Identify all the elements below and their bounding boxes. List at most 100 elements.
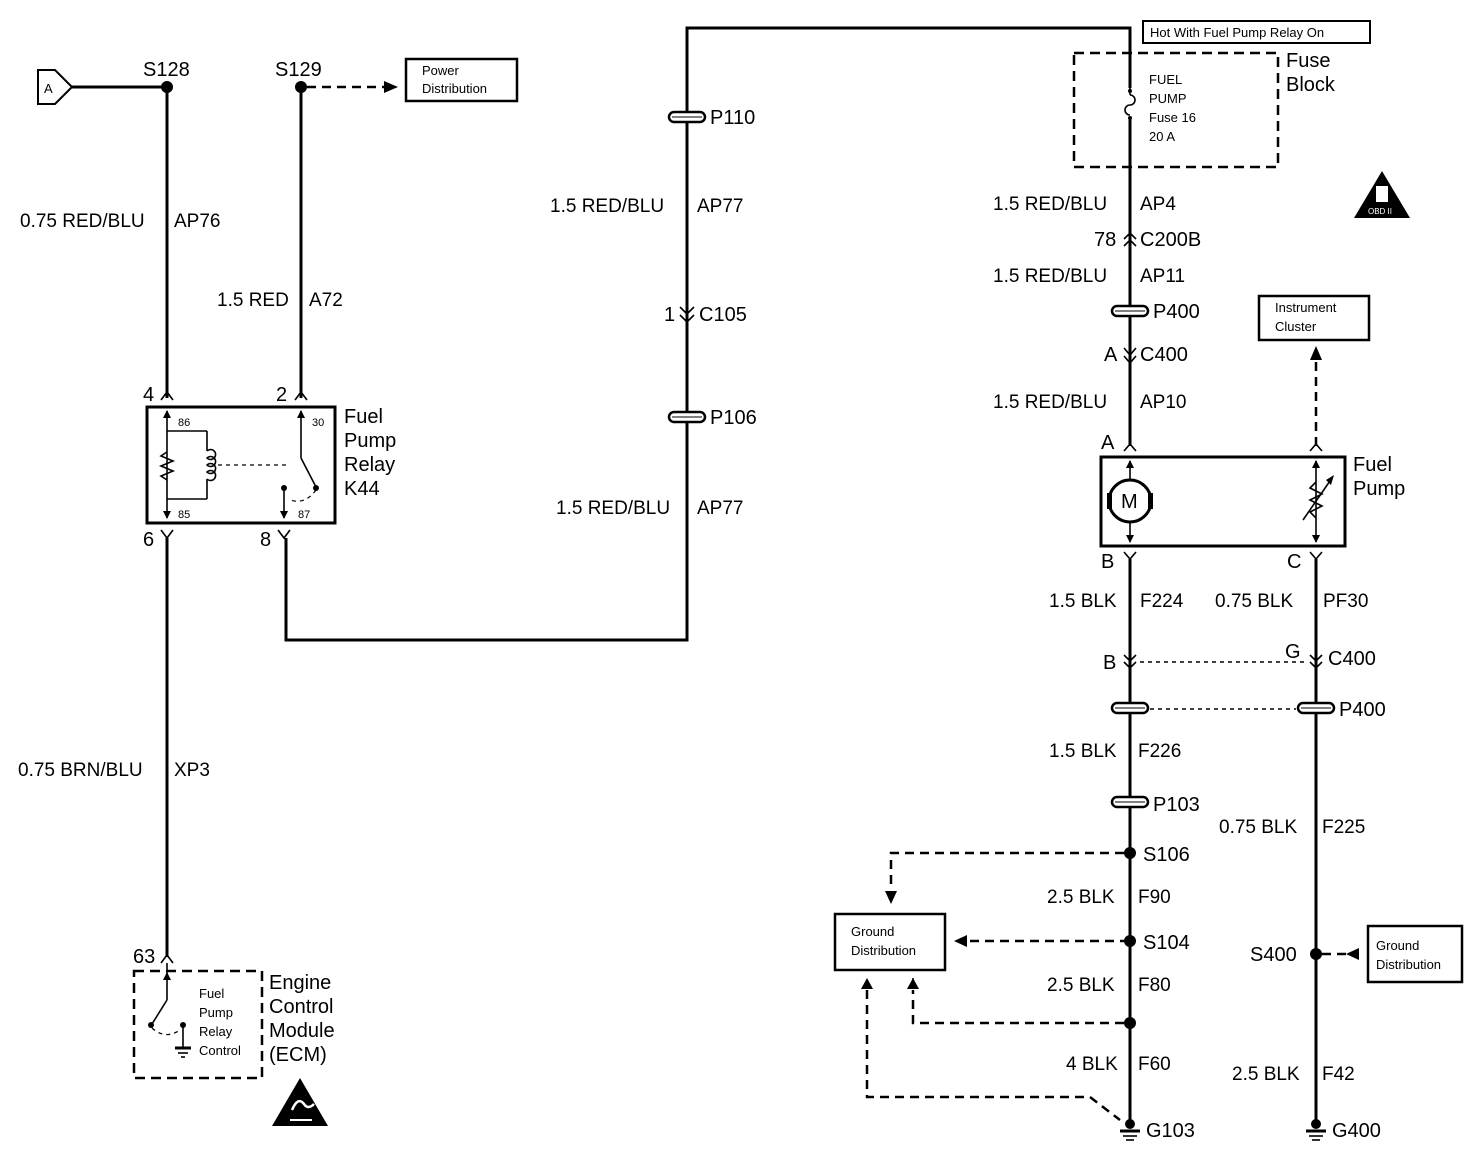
svg-text:OBD II: OBD II (1368, 207, 1392, 216)
arrow-right-icon (384, 81, 398, 93)
svg-text:Fuel: Fuel (344, 406, 383, 428)
svg-text:Module: Module (269, 1020, 335, 1042)
connector-c200b: 78 C200B (1094, 229, 1201, 251)
splice-s104 (1124, 935, 1136, 947)
wire-ap77-bot-gauge: 1.5 RED/BLU (556, 498, 670, 519)
pump-pin-a: A (1101, 432, 1115, 454)
svg-text:Fuel: Fuel (1353, 454, 1392, 476)
connector-c400-mid: B G C400 (1103, 641, 1376, 674)
svg-text:Distribution: Distribution (1376, 957, 1441, 972)
wire-f224-circuit: F224 (1140, 591, 1184, 612)
wire-xp3-gauge: 0.75 BRN/BLU (18, 760, 143, 781)
svg-text:C400: C400 (1140, 344, 1188, 366)
wire-ap77-top-circuit: AP77 (697, 196, 743, 217)
svg-text:Fuse: Fuse (1286, 50, 1330, 72)
svg-text:A: A (44, 81, 53, 96)
pin-terminal-icon (294, 390, 308, 401)
svg-text:C400: C400 (1328, 648, 1376, 670)
relay-title: Fuel Pump Relay K44 (344, 406, 396, 500)
relay-pin-2: 2 (276, 384, 287, 406)
svg-text:Cluster: Cluster (1275, 319, 1317, 334)
wire-f226-gauge: 1.5 BLK (1049, 741, 1117, 762)
wire-f225-gauge: 0.75 BLK (1219, 817, 1297, 838)
svg-text:M: M (1121, 491, 1138, 513)
ground-g400: G400 (1306, 1119, 1381, 1142)
connector-p400-top: P400 (1110, 301, 1200, 323)
pin-terminal-icon (1309, 442, 1323, 452)
wire-pf30-gauge: 0.75 BLK (1215, 591, 1293, 612)
svg-text:Distribution: Distribution (422, 81, 487, 96)
relay-pin-6: 6 (143, 529, 154, 551)
fuel-pump-component: M (1099, 455, 1347, 548)
wire-f80-gauge: 2.5 BLK (1047, 975, 1115, 996)
wire-ap77 (284, 26, 1132, 642)
fuse-block-title: Fuse Block (1286, 50, 1336, 96)
svg-text:87: 87 (298, 509, 310, 521)
fuel-pump-title: Fuel Pump (1353, 454, 1405, 500)
connector-c400-top: A C400 (1104, 344, 1188, 366)
svg-text:K44: K44 (344, 478, 380, 500)
wire-f80-circuit: F80 (1138, 975, 1171, 996)
svg-text:C200B: C200B (1140, 229, 1201, 251)
pin-terminal-icon (160, 953, 174, 964)
svg-text:86: 86 (178, 417, 190, 429)
wire-xp3-circuit: XP3 (174, 760, 210, 781)
splice-s400 (1310, 948, 1322, 960)
connector-p400-mid: P400 (1110, 699, 1386, 721)
svg-text:FUEL: FUEL (1149, 72, 1182, 87)
svg-text:P400: P400 (1153, 301, 1200, 323)
svg-text:Distribution: Distribution (851, 943, 916, 958)
svg-text:Pump: Pump (344, 430, 396, 452)
pump-pin-b: B (1101, 551, 1114, 573)
svg-text:Relay: Relay (199, 1024, 233, 1039)
wire-ap10-gauge: 1.5 RED/BLU (993, 392, 1107, 413)
wire-ap4-gauge: 1.5 RED/BLU (993, 194, 1107, 215)
connector-p103: P103 (1110, 794, 1200, 816)
ground-distribution-box-left: Ground Distribution (833, 912, 947, 972)
dashed-g103-ground (865, 990, 1121, 1121)
pump-pin-c: C (1287, 551, 1301, 573)
svg-text:Engine: Engine (269, 972, 331, 994)
svg-text:(ECM): (ECM) (269, 1044, 327, 1066)
svg-text:G103: G103 (1146, 1120, 1195, 1142)
wire-ap4-circuit: AP4 (1140, 194, 1176, 215)
svg-text:Fuse 16: Fuse 16 (1149, 110, 1196, 125)
connector-c105: 1 C105 (664, 304, 747, 326)
splice-s400-label: S400 (1250, 944, 1297, 966)
pin-terminal-icon (160, 529, 174, 540)
svg-text:A: A (1104, 344, 1118, 366)
svg-text:Relay: Relay (344, 454, 395, 476)
ecm-module: Fuel Pump Relay Control (132, 963, 264, 1080)
pin-terminal-icon (1309, 551, 1323, 561)
svg-text:78: 78 (1094, 229, 1116, 251)
ecm-title: Engine Control Module (ECM) (269, 972, 335, 1066)
pin-terminal-icon (1123, 551, 1137, 561)
obd-ii-icon: OBD II (1354, 171, 1410, 218)
svg-text:P103: P103 (1153, 794, 1200, 816)
svg-text:Ground: Ground (851, 924, 894, 939)
connector-a-flag: A (37, 69, 167, 105)
splice-junction (1124, 1017, 1136, 1029)
svg-text:Instrument: Instrument (1275, 300, 1337, 315)
splice-s129-label: S129 (275, 59, 322, 81)
pin-terminal-icon (1123, 442, 1137, 452)
connector-p110: P110 (667, 107, 755, 129)
arrow-down-icon (885, 891, 897, 904)
wire-pf30-circuit: PF30 (1323, 591, 1368, 612)
svg-text:Block: Block (1286, 74, 1336, 96)
wire-f60-circuit: F60 (1138, 1054, 1171, 1075)
arrow-left-icon (954, 935, 967, 947)
svg-text:Power: Power (422, 63, 460, 78)
splice-s104-label: S104 (1143, 932, 1190, 954)
svg-text:Pump: Pump (199, 1005, 233, 1020)
svg-text:85: 85 (178, 509, 190, 521)
svg-text:Control: Control (199, 1043, 241, 1058)
wire-ap10-circuit: AP10 (1140, 392, 1186, 413)
wire-ap77-bot-circuit: AP77 (697, 498, 743, 519)
svg-text:30: 30 (312, 417, 324, 429)
wire-f42-gauge: 2.5 BLK (1232, 1064, 1300, 1085)
wire-f60-gauge: 4 BLK (1066, 1054, 1118, 1075)
svg-text:Hot With Fuel Pump Relay On: Hot With Fuel Pump Relay On (1150, 25, 1324, 40)
svg-text:Fuel: Fuel (199, 986, 224, 1001)
splice-s106-label: S106 (1143, 844, 1190, 866)
